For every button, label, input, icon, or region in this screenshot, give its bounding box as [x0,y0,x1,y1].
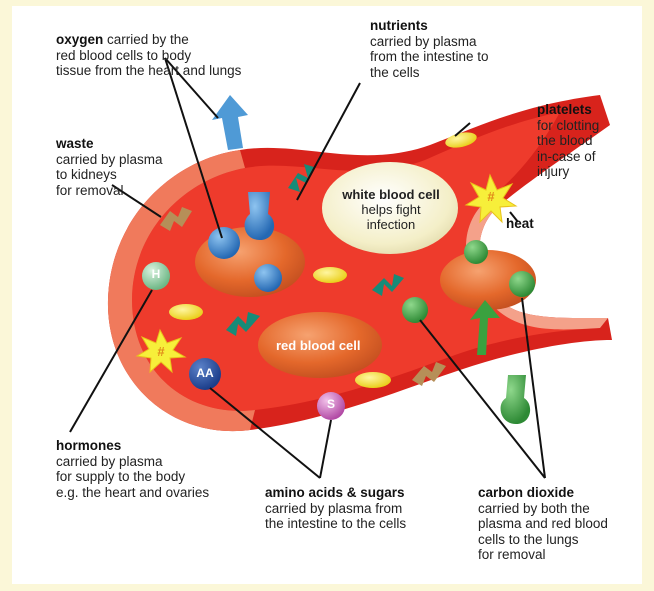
heat-label: heat [506,216,534,232]
wbc-title: white blood cell [330,187,452,202]
platelets-text-3: injury [537,164,599,180]
co2-text-0: carried by both the [478,501,608,517]
waste-text-1: to kidneys [56,167,163,183]
co2-molecule [402,297,428,323]
platelet [169,304,203,320]
co2-molecule [464,240,488,264]
wbc-text-1: infection [330,217,452,232]
platelets-title: platelets [537,102,599,118]
sugar-symbol: S [323,397,339,411]
co2-text-2: cells to the lungs [478,532,608,548]
heat-title: heat [506,216,534,231]
hormones-title: hormones [56,438,209,454]
amino-text-1: the intestine to the cells [265,516,406,532]
platelets-text-1: the blood [537,133,599,149]
oxygen-text-1: red blood cells to body [56,48,241,64]
co2-title: carbon dioxide [478,485,608,501]
waste-label: waste carried by plasma to kidneys for r… [56,136,163,198]
platelet [355,372,391,388]
wbc-label: white blood cell helps fight infection [330,187,452,232]
nutrients-title: nutrients [370,18,489,34]
waste-text-0: carried by plasma [56,152,163,168]
oxygen-title: oxygen [56,32,103,47]
nutrients-text-1: from the intestine to [370,49,489,65]
nutrients-label: nutrients carried by plasma from the int… [370,18,489,80]
co2-molecule [501,375,531,424]
waste-text-2: for removal [56,183,163,199]
amino-text-0: carried by plasma from [265,501,406,517]
oxygen-text-2: tissue from the heart and lungs [56,63,241,79]
co2-molecule [509,271,535,297]
co2-label: carbon dioxide carried by both the plasm… [478,485,608,563]
nutrients-text-0: carried by plasma [370,34,489,50]
platelet [313,267,347,283]
amino-title: amino acids & sugars [265,485,406,501]
hormones-text-1: for supply to the body [56,469,209,485]
wbc-text-0: helps fight [330,202,452,217]
oxygen-text-0: carried by the [103,32,189,47]
nutrients-text-2: the cells [370,65,489,81]
oxygen-label: oxygen carried by the red blood cells to… [56,32,241,79]
amino-symbol: AA [192,366,218,380]
hormones-text-0: carried by plasma [56,454,209,470]
waste-title: waste [56,136,163,152]
platelets-label: platelets for clotting the blood in-case… [537,102,599,180]
heat-symbol-right: # [484,189,498,204]
hormones-text-2: e.g. the heart and ovaries [56,485,209,501]
rbc-label: red blood cell [276,338,361,353]
amino-label: amino acids & sugars carried by plasma f… [265,485,406,532]
oxygen-molecule [208,227,240,259]
heat-symbol-left: # [154,344,168,359]
platelets-text-2: in-case of [537,149,599,165]
hormones-label: hormones carried by plasma for supply to… [56,438,209,500]
platelets-text-0: for clotting [537,118,599,134]
oxygen-arrow [212,95,248,150]
oxygen-molecule [254,264,282,292]
co2-text-1: plasma and red blood [478,516,608,532]
co2-text-3: for removal [478,547,608,563]
hormone-symbol: H [148,267,164,281]
